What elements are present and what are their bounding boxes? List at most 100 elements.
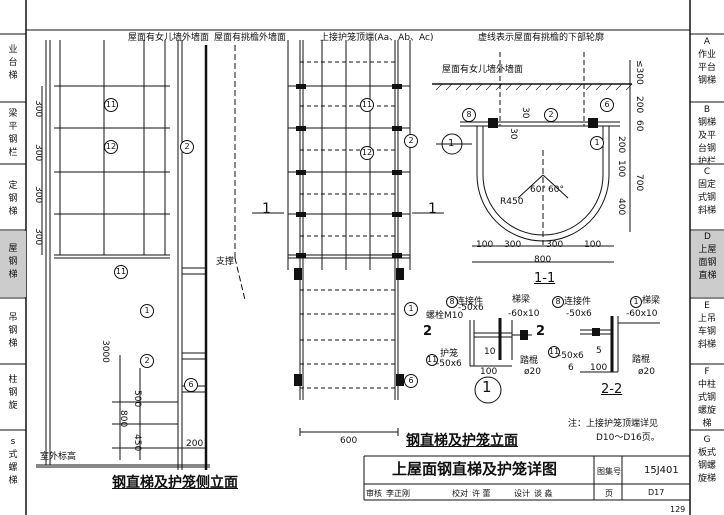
dim-6: 6 xyxy=(568,363,574,373)
dim-200-top: 200 xyxy=(634,96,644,114)
part-bubble-2-b: 2 xyxy=(140,354,154,368)
title-main: 上屋面钢直梯及护笼详图 xyxy=(392,460,558,478)
label-connector-2: 连接件 xyxy=(564,297,592,307)
note-line-2: D10～D16页。 xyxy=(596,433,660,443)
checker-name: 许 蕾 xyxy=(472,489,491,498)
dim-plan-100-a: 100 xyxy=(476,240,494,250)
dim-3000: 3000 xyxy=(100,340,110,363)
label-cage: 护笼 xyxy=(440,349,459,359)
part-bubble-11-d2: 11 xyxy=(548,346,560,358)
label-parapet: 屋面有女儿墙外墙面 xyxy=(128,33,210,43)
note-line-1: 注：上接护笼顶端详见 xyxy=(568,419,659,429)
spec-stile-2: -60x10 xyxy=(626,309,658,319)
part-bubble-8-d2: 8 xyxy=(552,296,564,308)
part-bubble-2: 2 xyxy=(180,140,194,154)
label-parapet-plan: 屋面有女儿墙外墙面 xyxy=(442,65,524,75)
detail-1-marker: 1 xyxy=(482,378,492,396)
part-bubble-11: 11 xyxy=(104,98,118,112)
part-bubble-1: 1 xyxy=(140,304,154,318)
part-bubble-1-d2: 1 xyxy=(630,296,642,308)
spec-rung: ø20 xyxy=(524,367,541,377)
design-label: 设计 xyxy=(514,489,530,498)
designer-name: 谈 淼 xyxy=(534,489,553,498)
spec-rung-2: ø20 xyxy=(638,367,655,377)
dim-plan-300-b: 300 xyxy=(546,240,564,250)
label-stile-2: 梯梁 xyxy=(642,296,661,306)
label-dashed-note: 虚线表示屋面有挑檐的下部轮廓 xyxy=(478,33,605,43)
dim-100-detail-2: 100 xyxy=(590,363,608,373)
title-front-elevation: 钢直梯及护笼立面 xyxy=(406,433,518,449)
dim-300-d: 300 xyxy=(33,228,43,246)
spec-connector-2: -50x6 xyxy=(566,309,592,319)
dim-plan-800: 800 xyxy=(534,255,552,265)
dim-300-c: 300 xyxy=(33,186,43,204)
dim-30-a: 30 xyxy=(520,107,530,119)
dim-300-a: 300 xyxy=(33,100,43,118)
dim-le-300: ≤300 xyxy=(634,60,644,85)
part-bubble-12: 12 xyxy=(104,140,118,154)
left-tab-d: 屋钢梯 xyxy=(0,231,26,297)
dim-700: 700 xyxy=(634,174,644,192)
atlas-number: 15J401 xyxy=(644,465,679,476)
spec-stile: -60x10 xyxy=(508,309,540,319)
dim-400: 400 xyxy=(616,198,626,216)
dim-5: 5 xyxy=(596,346,602,356)
section-cut-left: 1 xyxy=(262,201,271,217)
part-bubble-8: 8 xyxy=(462,108,476,122)
dim-600: 600 xyxy=(340,436,358,446)
part-bubble-6: 6 xyxy=(184,378,198,392)
label-stile: 梯梁 xyxy=(512,295,531,305)
left-tab-a: 业台梯 xyxy=(8,45,18,81)
dim-30-b: 30 xyxy=(508,128,518,140)
spec-cage: -50x6 xyxy=(436,359,462,369)
part-bubble-2-f: 2 xyxy=(404,134,418,148)
label-connector: 连接件 xyxy=(456,297,484,307)
left-tab-b: 梁平钢栏 xyxy=(8,109,18,158)
page-code: D17 xyxy=(648,488,665,497)
section-title-2-2: 2-2 xyxy=(601,382,623,397)
part-bubble-6-f: 6 xyxy=(404,374,418,388)
section-title-1-1: 1-1 xyxy=(534,271,556,286)
part-bubble-1-f: 1 xyxy=(404,302,418,316)
label-cage-top: 上接护笼顶端(Aa、Ab、Ac) xyxy=(320,33,434,43)
label-rung: 踏棍 xyxy=(520,356,539,366)
dim-500: 500 xyxy=(132,390,142,408)
atlas-label: 图集号 xyxy=(597,467,621,476)
dim-100-detail: 100 xyxy=(480,367,498,377)
part-bubble-11-b: 11 xyxy=(114,265,128,279)
dim-300-b: 300 xyxy=(33,144,43,162)
dim-radius: R450 xyxy=(500,197,524,207)
plan-section-marker: 1 xyxy=(448,138,455,149)
dim-800: 800 xyxy=(118,410,128,428)
dim-200: 200 xyxy=(186,439,204,449)
part-bubble-1-p: 1 xyxy=(590,136,604,150)
page-number: 129 xyxy=(670,505,686,514)
part-bubble-11-f: 11 xyxy=(360,98,374,112)
label-eave: 屋面有挑檐外墙面 xyxy=(214,33,287,43)
dim-60deg: 60° xyxy=(530,185,546,195)
part-bubble-12-f: 12 xyxy=(360,146,374,160)
label-rung-2: 踏棍 xyxy=(632,355,651,365)
dim-plan-300-a: 300 xyxy=(504,240,522,250)
dim-200-mid: 200 xyxy=(616,136,626,154)
dim-60: 60 xyxy=(634,120,644,132)
title-side-elevation: 钢直梯及护笼侧立面 xyxy=(112,475,238,491)
section-2-right: 2 xyxy=(536,324,546,339)
check-label: 校对 xyxy=(452,489,468,498)
left-tab-e: 吊钢梯 xyxy=(8,313,18,349)
review-label: 审核 xyxy=(366,489,382,498)
left-tab-f: 柱钢旋 xyxy=(8,375,18,411)
dim-100: 100 xyxy=(616,160,626,178)
dim-plan-100-b: 100 xyxy=(584,240,602,250)
section-cut-right: 1 xyxy=(428,201,437,217)
part-bubble-8-d: 8 xyxy=(446,296,458,308)
